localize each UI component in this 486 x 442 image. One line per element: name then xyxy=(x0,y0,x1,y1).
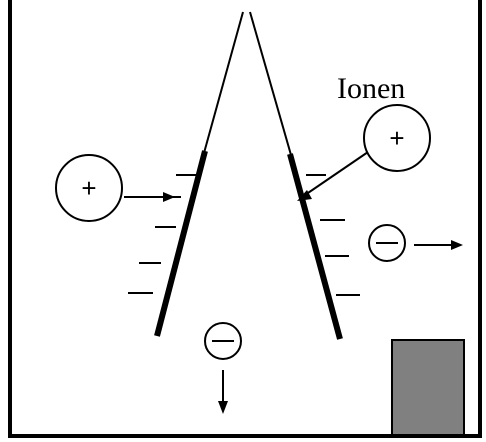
grey-block xyxy=(391,339,465,436)
left-thread xyxy=(203,11,244,154)
left-ion-arrowhead xyxy=(163,192,175,202)
left-leaf xyxy=(154,150,208,337)
bottom-electron-arrowhead xyxy=(218,401,228,414)
container-right-wall xyxy=(478,0,482,438)
left-ion-plus-sign: + xyxy=(81,173,96,203)
right-thread xyxy=(249,11,292,156)
right-ion-arrow xyxy=(304,151,369,196)
right-ion-arrowhead xyxy=(297,190,312,201)
right-leaf-charges xyxy=(306,174,360,296)
ions-label: Ionen xyxy=(337,72,405,105)
container-left-wall xyxy=(8,0,12,438)
left-positive-ion xyxy=(55,154,123,222)
right-ion-plus-sign: + xyxy=(389,123,404,153)
left-leaf-charges xyxy=(128,174,197,294)
right-leaf xyxy=(287,153,343,340)
right-electron-arrowhead xyxy=(451,240,463,250)
container-floor xyxy=(8,434,482,438)
right-positive-ion xyxy=(363,104,431,172)
